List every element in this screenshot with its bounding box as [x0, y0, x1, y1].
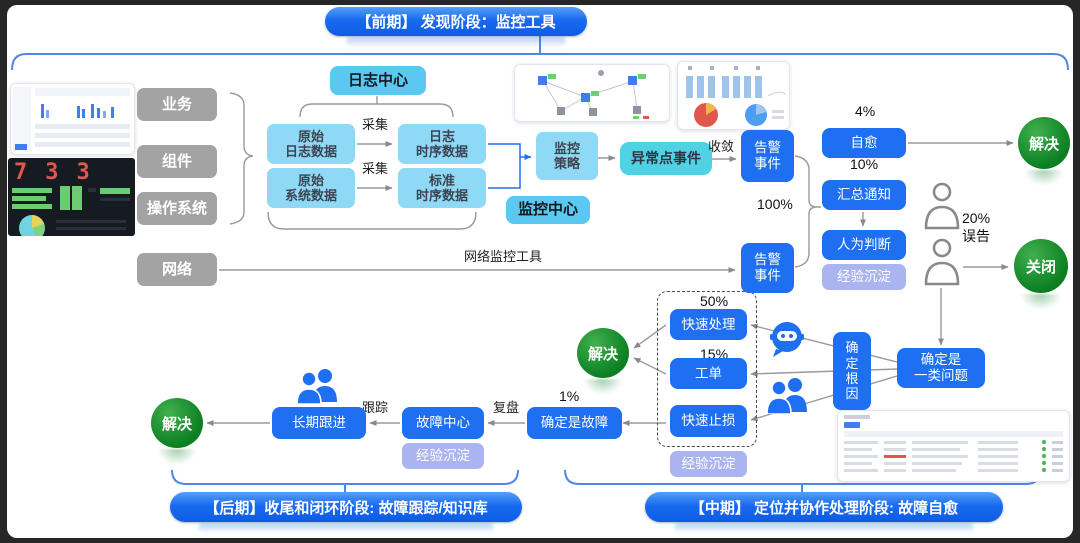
charts-thumbnail	[677, 61, 790, 130]
pct-100: 100%	[757, 196, 793, 212]
banner-early-stage: 【前期】 发现阶段：监控工具	[325, 7, 587, 36]
dark-dashboard-charts	[12, 186, 130, 236]
robot-chat-icon	[770, 322, 804, 357]
banner-mid-stage: 【中期】 定位并协作处理阶段: 故障自愈	[645, 492, 1003, 522]
dashboard-light-thumbnail	[10, 83, 135, 155]
person-icon-1	[924, 182, 960, 230]
node-raw-log-data: 原始 日志数据	[267, 124, 355, 164]
node-monitor-strategy: 监控 策略	[536, 132, 598, 180]
node-experience-1: 经验沉淀	[822, 264, 906, 290]
node-follow-up: 长期跟进	[272, 407, 366, 439]
source-component: 组件	[137, 145, 217, 178]
node-std-timeseries: 标准 时序数据	[398, 168, 486, 208]
edge-label-converge: 收敛	[708, 139, 735, 154]
people-group-icon-2	[296, 369, 337, 404]
incident-table-thumbnail	[837, 410, 1070, 482]
pct-10: 10%	[850, 156, 879, 172]
node-close: 关闭	[1014, 239, 1068, 293]
node-log-timeseries: 日志 时序数据	[398, 124, 486, 164]
monitor-center-label: 监控中心	[506, 196, 590, 224]
data-boxes-bracket	[267, 211, 477, 230]
pct-20-false-alarm: 20% 误告	[962, 210, 991, 244]
edge-label-review: 复盘	[493, 400, 520, 415]
node-experience-2: 经验沉淀	[670, 451, 747, 477]
node-root-cause: 确 定 根 因	[833, 332, 871, 410]
edge-label-collect-2: 采集	[362, 161, 389, 176]
dark-metric-2: 3	[45, 160, 59, 185]
triage-dashed-group	[657, 291, 757, 447]
pct-1: 1%	[559, 388, 580, 404]
person-icon-2	[924, 238, 960, 286]
node-class-problem: 确定是 一类问题	[897, 348, 985, 388]
node-confirm-fault: 确定是故障	[527, 407, 622, 439]
pct-50: 50%	[700, 293, 729, 309]
alert-merge-bracket	[794, 155, 821, 268]
node-self-heal: 自愈	[822, 128, 906, 158]
incident-table	[844, 415, 1063, 472]
dark-metric-1: 7	[14, 160, 28, 185]
topology-thumbnail	[514, 64, 670, 122]
topology-graph	[538, 70, 649, 119]
node-anomaly-event: 异常点事件	[620, 142, 712, 175]
log-center-bracket	[299, 96, 454, 118]
charts-graph	[686, 66, 787, 127]
node-fault-center: 故障中心	[402, 407, 484, 439]
node-alert-event-1: 告警 事件	[741, 130, 794, 182]
timeseries-merge-lines	[488, 143, 532, 189]
node-experience-3: 经验沉淀	[402, 443, 484, 469]
dashboard-dark-thumbnail: 7 3 3	[8, 158, 135, 236]
node-quick-handle: 快速处理	[670, 309, 747, 340]
pct-4: 4%	[855, 103, 876, 119]
node-human-judge: 人为判断	[822, 230, 906, 260]
source-os: 操作系统	[137, 192, 217, 225]
node-alert-event-2: 告警 事件	[741, 243, 794, 293]
edge-label-collect-1: 采集	[362, 117, 389, 132]
node-resolve-mid: 解决	[577, 328, 629, 378]
people-group-icon-1	[766, 378, 807, 414]
node-stop-loss: 快速止损	[670, 405, 747, 437]
node-ticket: 工单	[670, 358, 747, 389]
source-business: 业务	[137, 88, 217, 121]
source-network: 网络	[137, 253, 217, 286]
edge-label-track: 跟踪	[362, 400, 389, 415]
node-resolve-bottom: 解决	[151, 398, 203, 448]
node-resolve-top: 解决	[1018, 117, 1070, 169]
sources-brace	[229, 92, 254, 225]
dark-metric-3: 3	[76, 160, 90, 185]
banner-late-stage: 【后期】收尾和闭环阶段: 故障跟踪/知识库	[170, 492, 522, 522]
log-center-label: 日志中心	[330, 66, 426, 95]
node-raw-system-data: 原始 系统数据	[267, 168, 355, 208]
edge-label-network-tool: 网络监控工具	[464, 249, 543, 264]
node-notify: 汇总通知	[822, 180, 906, 210]
